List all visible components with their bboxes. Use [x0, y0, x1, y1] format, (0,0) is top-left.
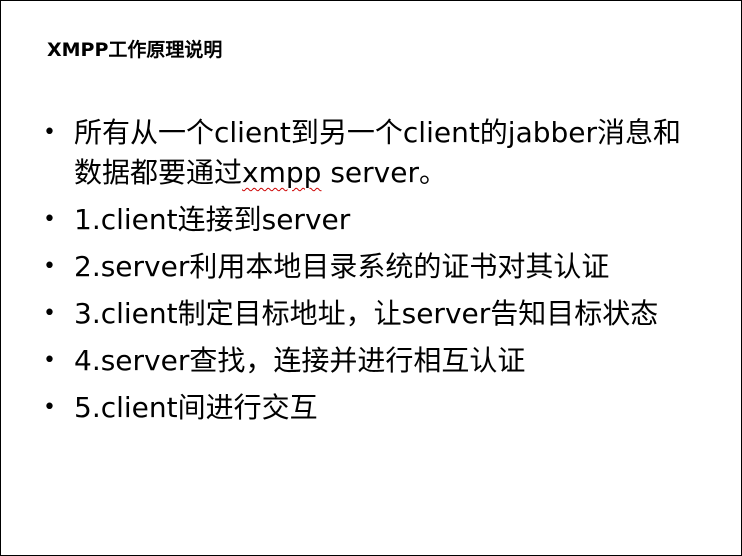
spellcheck-flagged-word: xmpp — [242, 156, 322, 189]
bullet-text: 4.server查找，连接并进行相互认证 — [74, 344, 526, 377]
bullet-icon: • — [43, 301, 56, 326]
bullet-text: 3.client制定目标地址，让server告知目标状态 — [74, 297, 659, 330]
bullet-item-1[interactable]: • 所有从一个client到另一个client的jabber消息和数据都要通过x… — [43, 113, 703, 193]
bullet-text: 5.client间进行交互 — [74, 391, 318, 424]
bullet-icon: • — [43, 207, 56, 232]
bullet-icon: • — [43, 348, 56, 373]
bullet-text: 2.server利用本地目录系统的证书对其认证 — [74, 250, 610, 283]
bullet-item-4[interactable]: • 3.client制定目标地址，让server告知目标状态 — [43, 294, 703, 334]
bullet-text-end: server。 — [321, 156, 447, 189]
bullet-icon: • — [43, 120, 56, 145]
bullet-list: • 所有从一个client到另一个client的jabber消息和数据都要通过x… — [43, 113, 703, 435]
bullet-text: 所有从一个client到另一个client的jabber消息和数据都要通过 — [74, 116, 682, 189]
slide-title[interactable]: XMPP工作原理说明 — [47, 39, 223, 61]
bullet-text: 1.client连接到server — [74, 203, 351, 236]
bullet-item-3[interactable]: • 2.server利用本地目录系统的证书对其认证 — [43, 247, 703, 287]
bullet-item-6[interactable]: • 5.client间进行交互 — [43, 388, 703, 428]
bullet-item-5[interactable]: • 4.server查找，连接并进行相互认证 — [43, 341, 703, 381]
bullet-icon: • — [43, 395, 56, 420]
bullet-icon: • — [43, 254, 56, 279]
bullet-item-2[interactable]: • 1.client连接到server — [43, 200, 703, 240]
